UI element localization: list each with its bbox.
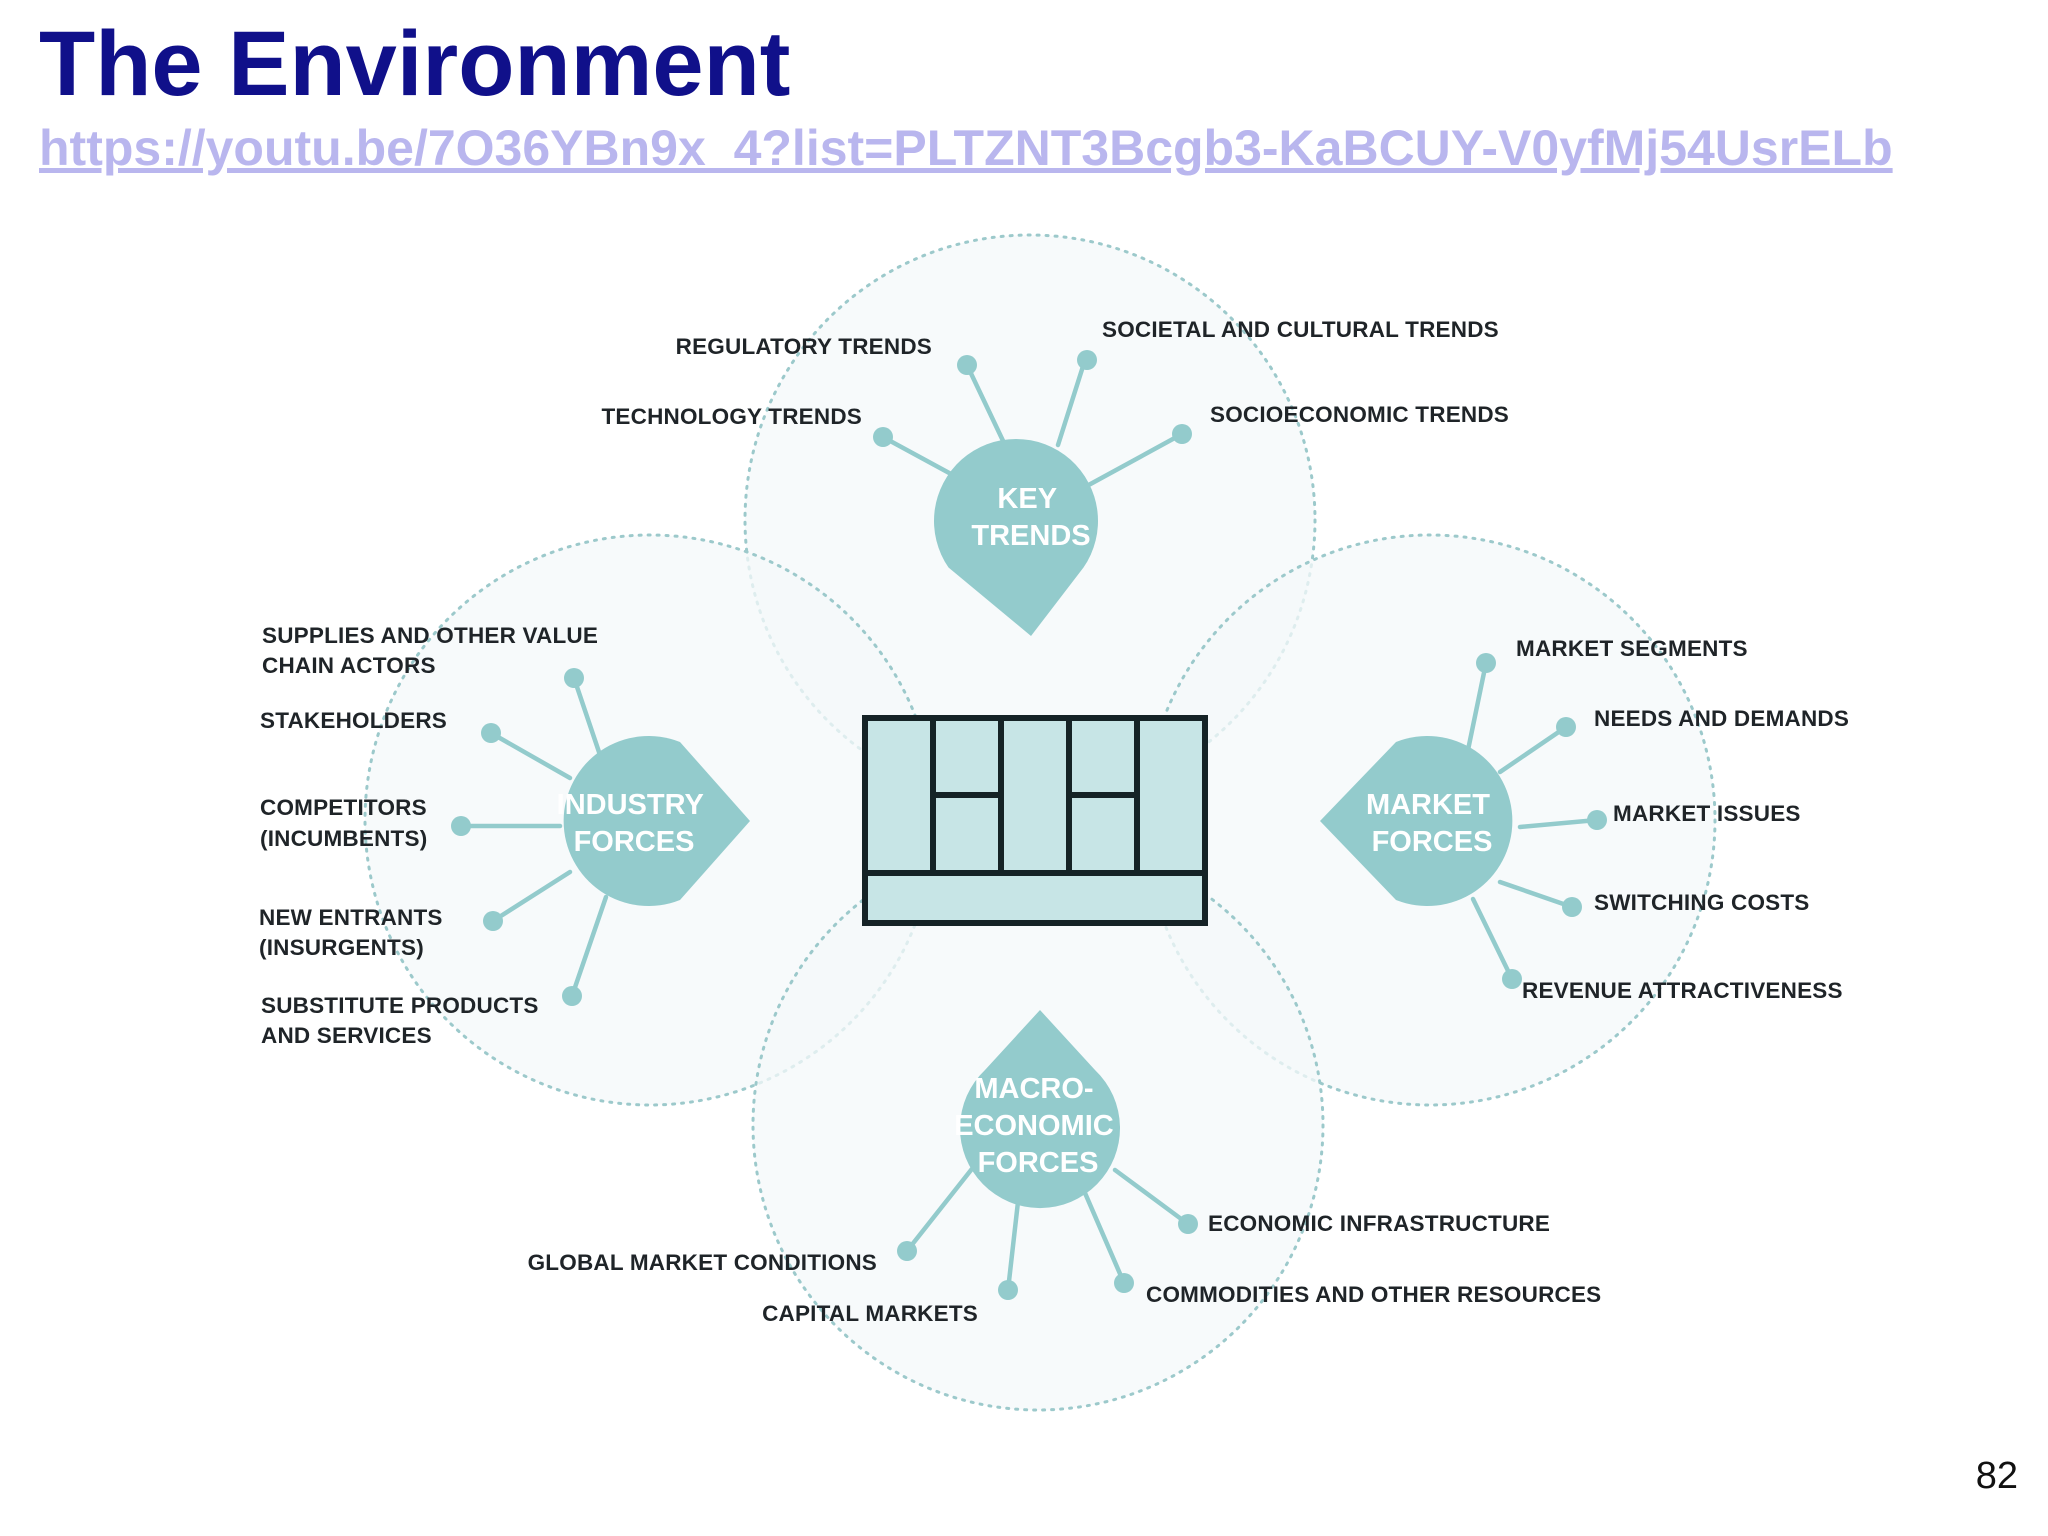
label-societal-cultural-trends: SOCIETAL AND CULTURAL TRENDS <box>1102 317 1499 342</box>
hub-macro-forces-label: MACRO- ECONOMIC FORCES <box>954 1073 1122 1179</box>
label-switching-costs: SWITCHING COSTS <box>1594 890 1810 915</box>
label-stakeholders: STAKEHOLDERS <box>260 708 447 733</box>
dot-revenue <box>1502 969 1522 989</box>
label-economic-infrastructure: ECONOMIC INFRASTRUCTURE <box>1208 1211 1550 1236</box>
label-commodities-resources: COMMODITIES AND OTHER RESOURCES <box>1146 1282 1601 1307</box>
endpoint-dots <box>451 350 1607 1300</box>
label-regulatory-trends: REGULATORY TRENDS <box>676 334 932 359</box>
dot-capital-markets <box>998 1280 1018 1300</box>
dot-stakeholders <box>481 723 501 743</box>
dot-needs-demands <box>1556 717 1576 737</box>
dot-market-segments <box>1476 653 1496 673</box>
label-market-issues: MARKET ISSUES <box>1613 801 1801 826</box>
label-socioeconomic-trends: SOCIOECONOMIC TRENDS <box>1210 402 1509 427</box>
slide-title: The Environment <box>39 13 791 115</box>
dot-supplies <box>564 668 584 688</box>
label-technology-trends: TECHNOLOGY TRENDS <box>601 404 862 429</box>
label-revenue-attractiveness: REVENUE ATTRACTIVENESS <box>1522 978 1843 1003</box>
youtube-link[interactable]: https://youtu.be/7O36YBn9x_4?list=PLTZNT… <box>39 120 1893 176</box>
dot-new-entrants <box>483 911 503 931</box>
key-trends-hub-shape <box>934 438 1098 636</box>
label-competitors: COMPETITORS (INCUMBENTS) <box>260 795 433 851</box>
dot-economic-infra <box>1178 1214 1198 1234</box>
dot-socioeconomic <box>1172 424 1192 444</box>
hub-key-trends-label: KEY TRENDS <box>971 483 1090 552</box>
label-new-entrants: NEW ENTRANTS (INSURGENTS) <box>259 905 449 960</box>
dot-competitors <box>451 816 471 836</box>
business-model-canvas-icon <box>862 715 1208 926</box>
dot-global-market <box>897 1241 917 1261</box>
label-market-segments: MARKET SEGMENTS <box>1516 636 1748 661</box>
hubs <box>563 438 1513 1209</box>
dot-commodities <box>1114 1273 1134 1293</box>
label-global-market-conditions: GLOBAL MARKET CONDITIONS <box>528 1250 877 1275</box>
item-labels: REGULATORY TRENDS SOCIETAL AND CULTURAL … <box>259 317 1849 1326</box>
dot-switching-costs <box>1562 897 1582 917</box>
dot-technology <box>873 427 893 447</box>
label-supplies-value-chain: SUPPLIES AND OTHER VALUE CHAIN ACTORS <box>262 623 605 678</box>
label-capital-markets: CAPITAL MARKETS <box>762 1301 978 1326</box>
dot-substitutes <box>562 986 582 1006</box>
industry-forces-hub-shape <box>563 736 750 906</box>
page-number: 82 <box>1975 1455 2018 1497</box>
label-substitute-products: SUBSTITUTE PRODUCTS AND SERVICES <box>261 993 545 1048</box>
dot-market-issues <box>1587 810 1607 830</box>
hub-industry-forces-label: INDUSTRY FORCES <box>557 789 712 858</box>
dot-societal <box>1077 350 1097 370</box>
macro-forces-hub-shape <box>960 1010 1120 1209</box>
hub-labels: KEY TRENDS INDUSTRY FORCES MARKET FORCES… <box>557 483 1498 1179</box>
market-forces-hub-shape <box>1320 736 1513 906</box>
label-needs-demands: NEEDS AND DEMANDS <box>1594 706 1849 731</box>
hub-market-forces-label: MARKET FORCES <box>1366 789 1498 858</box>
dot-regulatory <box>957 355 977 375</box>
